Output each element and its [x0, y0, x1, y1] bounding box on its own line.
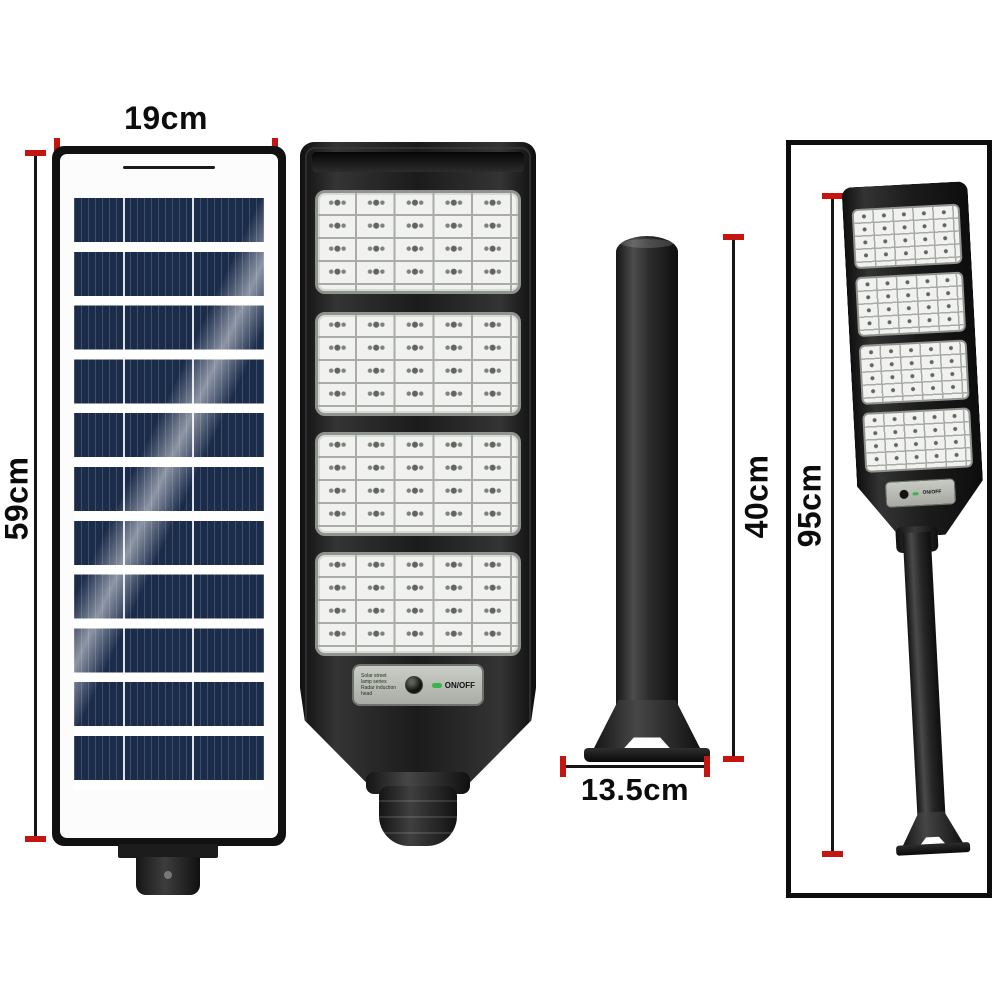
glass-glare	[74, 198, 264, 790]
pir-sensor-dome	[405, 676, 424, 694]
street-light-front-view: Solar street lamp series Radar induction…	[300, 142, 536, 792]
sensor-panel: ON/OFF	[885, 478, 956, 508]
housing-top-bezel	[312, 152, 524, 172]
dimension-label-pole-height: 40cm	[738, 454, 775, 539]
led-panel-1	[315, 190, 521, 294]
led-panel-4	[862, 407, 973, 473]
solar-panel-face	[60, 154, 278, 838]
pole-base-plate	[584, 748, 710, 762]
mounting-pole	[616, 236, 678, 706]
solar-cells	[74, 198, 264, 790]
dimension-label-base-width: 13.5cm	[580, 772, 690, 807]
solar-busbar	[123, 198, 126, 790]
led-panel-3	[315, 432, 521, 536]
led-panel-3	[859, 339, 970, 405]
power-switch-group: ON/OFF	[431, 680, 475, 690]
led-panel-1	[852, 204, 963, 270]
street-light-side-view: ON/OFF	[779, 141, 1000, 898]
sensor-info-line: lamp series	[361, 679, 387, 685]
dimension-label-panel-width: 19cm	[124, 100, 208, 136]
sensor-info-text: Solar street lamp series Radar induction…	[361, 673, 397, 697]
panel-mounting-bracket	[118, 844, 218, 898]
side-view-frame: 95cm ON/OFF	[786, 140, 992, 898]
led-panel-2	[855, 272, 966, 338]
mounting-pole	[902, 531, 947, 833]
dimension-label-panel-height: 59cm	[0, 456, 35, 541]
panel-top-seam	[123, 166, 215, 169]
sensor-info-line: Solar street	[361, 673, 387, 679]
dimension-line-pole-height	[723, 234, 744, 762]
pole-base-flare	[592, 700, 702, 752]
power-switch-label: ON/OFF	[444, 680, 475, 690]
lamp-pole-socket	[379, 786, 457, 846]
power-indicator-light	[912, 492, 918, 495]
solar-panel-back-view	[52, 146, 286, 846]
dimension-line-panel-height	[25, 150, 46, 842]
bracket-screw	[164, 871, 172, 879]
power-indicator-light	[431, 682, 442, 688]
power-switch-label: ON/OFF	[922, 488, 942, 496]
bracket-bar	[118, 844, 218, 858]
led-panel-2	[315, 312, 521, 416]
side-view-lamp-head: ON/OFF	[841, 181, 985, 539]
dimension-line-base-width	[560, 756, 710, 777]
pir-sensor-dome	[899, 489, 908, 498]
sensor-info-line: Radar induction head	[361, 685, 397, 697]
solar-busbar	[191, 198, 194, 790]
dimension-line-overall-height	[822, 193, 843, 857]
led-panel-4	[315, 552, 521, 656]
sensor-panel: Solar street lamp series Radar induction…	[352, 664, 484, 706]
